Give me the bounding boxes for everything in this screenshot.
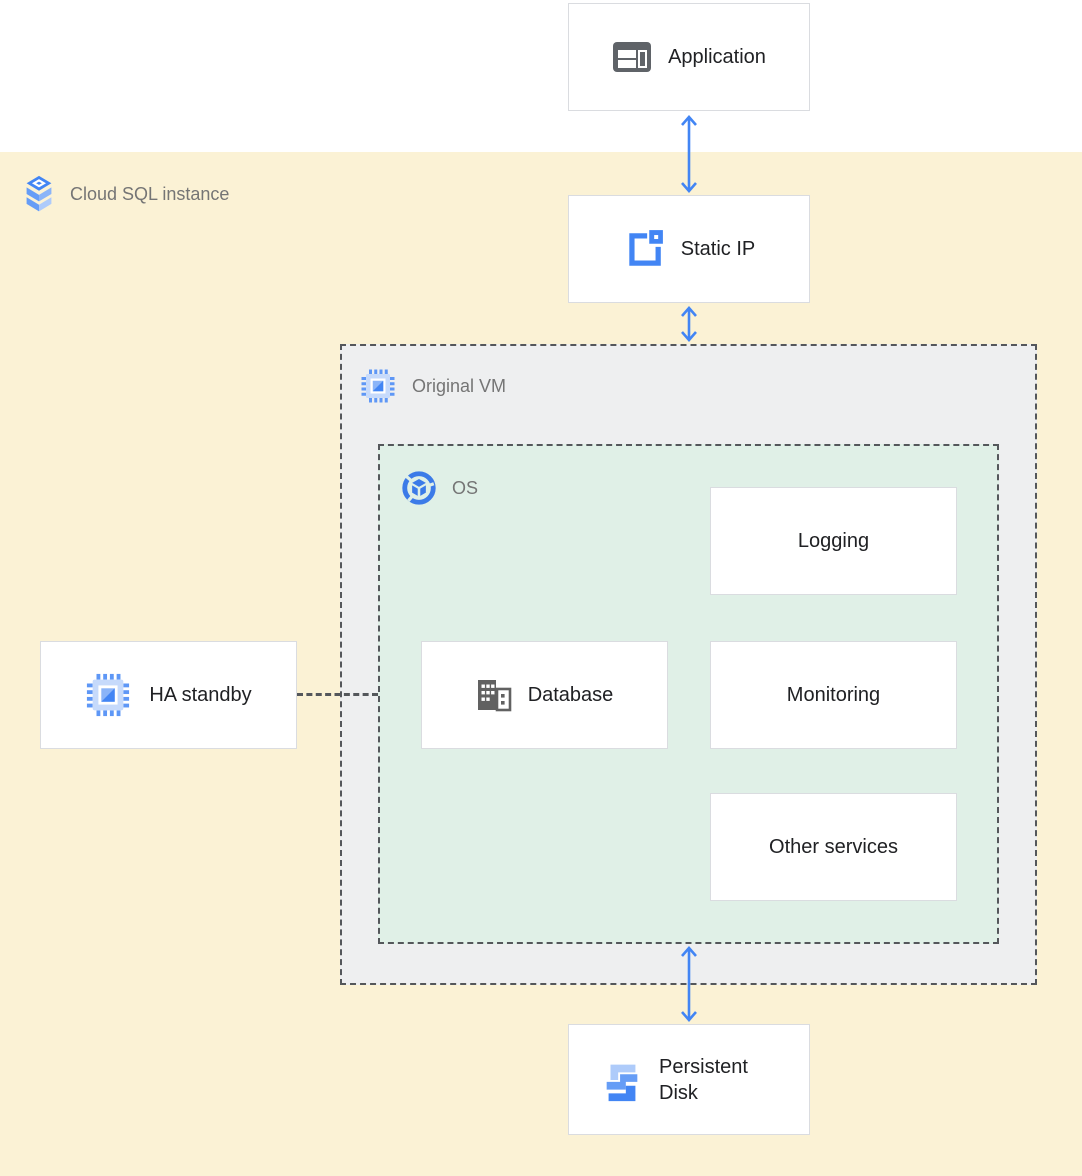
- static-ip-node: Static IP: [568, 195, 810, 303]
- cloud-sql-icon: [24, 175, 54, 213]
- monitoring-node-label: Monitoring: [786, 684, 881, 706]
- database-node-label: Database: [527, 684, 614, 706]
- static-ip-icon: [623, 228, 665, 270]
- os-zone-label-text: OS: [452, 477, 479, 498]
- other-services-node-label: Other services: [769, 836, 898, 858]
- persistent-disk-node: Persistent Disk: [568, 1024, 810, 1135]
- cloud-sql-zone-label: Cloud SQL instance: [24, 172, 229, 216]
- arrow-staticip-vm: [681, 306, 697, 342]
- original-vm-zone-label: Original VM: [360, 366, 506, 406]
- database-building-icon: [476, 678, 512, 712]
- compute-engine-icon: [85, 672, 131, 718]
- persistent-disk-icon: [599, 1057, 645, 1103]
- arrow-application-staticip: [681, 115, 697, 193]
- original-vm-zone-label-text: Original VM: [412, 375, 507, 396]
- application-node-label: Application: [668, 46, 766, 68]
- os-zone-label: OS: [400, 468, 478, 508]
- other-services-node: Other services: [710, 793, 957, 901]
- os-icon: [400, 469, 438, 507]
- connector-ha-standby-os: [297, 693, 378, 696]
- persistent-disk-node-label: Persistent Disk: [659, 1055, 748, 1104]
- monitoring-node: Monitoring: [710, 641, 957, 749]
- database-node: Database: [421, 641, 668, 749]
- ha-standby-node: HA standby: [40, 641, 297, 749]
- ha-standby-node-label: HA standby: [149, 684, 252, 706]
- application-icon: [612, 41, 652, 73]
- logging-node-label: Logging: [797, 530, 870, 552]
- compute-engine-icon: [360, 368, 396, 404]
- logging-node: Logging: [710, 487, 957, 595]
- cloud-sql-zone-label-text: Cloud SQL instance: [70, 183, 230, 204]
- arrow-os-persistentdisk: [681, 946, 697, 1022]
- application-node: Application: [568, 3, 810, 111]
- static-ip-node-label: Static IP: [680, 238, 756, 260]
